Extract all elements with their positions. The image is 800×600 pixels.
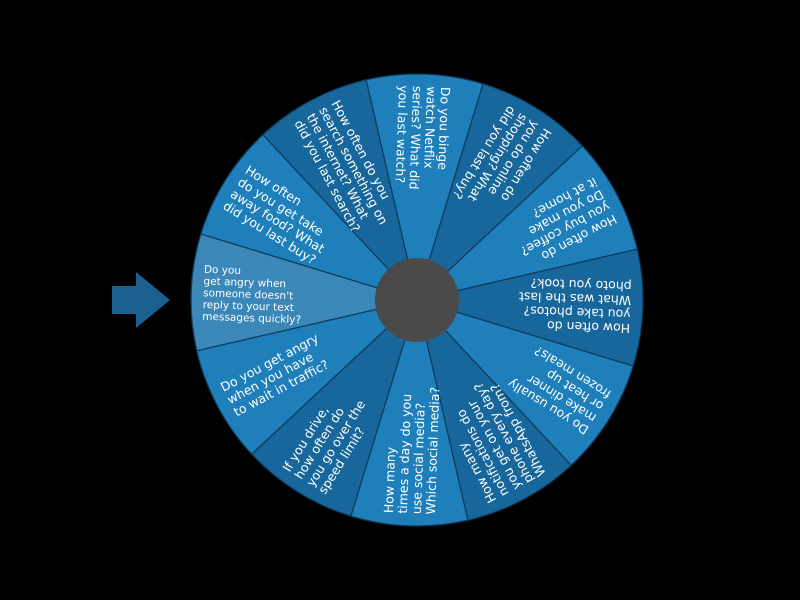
wheel-segment[interactable] bbox=[350, 297, 469, 527]
segment-label: Do you bingewatch Netflixseries? What di… bbox=[392, 85, 453, 191]
segment-label: How manytimes a day do youuse social med… bbox=[381, 385, 442, 515]
wheel-segment[interactable] bbox=[190, 233, 420, 352]
arrow-right-icon bbox=[112, 272, 170, 328]
wheel-hub[interactable] bbox=[375, 258, 459, 342]
wheel-segment[interactable] bbox=[250, 298, 419, 517]
segment-label: How often doyou take photos?What was the… bbox=[518, 275, 632, 336]
wheel-segment[interactable] bbox=[200, 133, 419, 302]
wheel-segment[interactable] bbox=[415, 298, 634, 467]
wheel-segments[interactable]: Do youget angry whensomeone doesn'treply… bbox=[190, 73, 644, 527]
wheel-segment[interactable] bbox=[196, 298, 420, 455]
wheel-segment[interactable] bbox=[414, 248, 644, 367]
wheel-segment[interactable] bbox=[415, 83, 584, 302]
segment-label: Do youget angry whensomeone doesn'treply… bbox=[202, 264, 303, 326]
wheel-segment[interactable] bbox=[365, 73, 484, 303]
